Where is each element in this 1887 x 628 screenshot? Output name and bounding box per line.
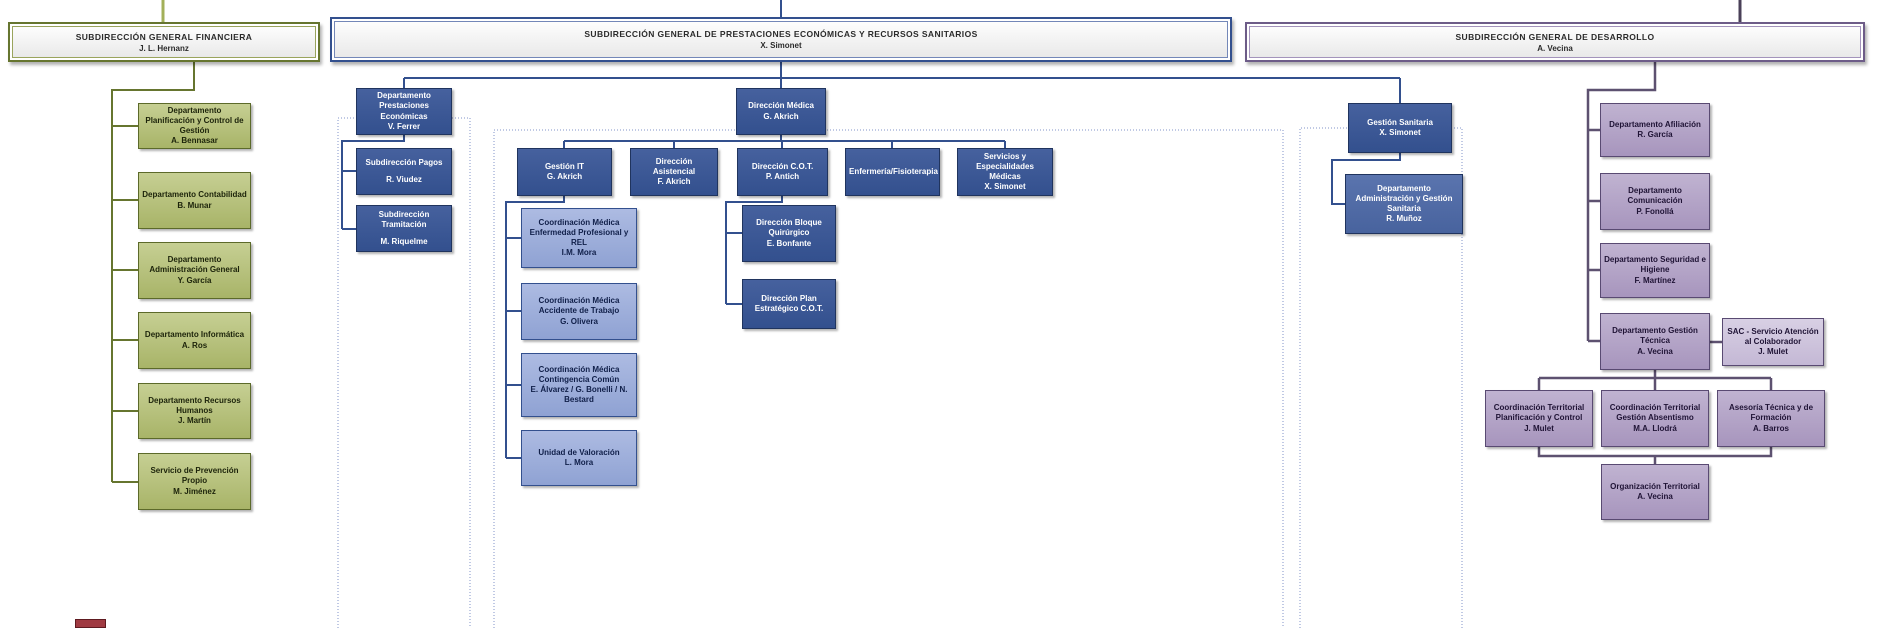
node-sac-servicio-atencion: SAC - Servicio Atención al Colaborador J…: [1722, 318, 1824, 366]
node-enfermeria-fisioterapia: Enfermería/Fisioterapia: [845, 148, 940, 196]
cutoff-red-box: [75, 619, 106, 628]
node-gestion-it: Gestión IT G. Akrich: [517, 148, 612, 196]
node-dept-administracion-general: Departamento Administración General Y. G…: [138, 242, 251, 299]
node-coordinacion-territorial-planificacion: Coordinación Territorial Planificación y…: [1485, 390, 1593, 447]
node-coordinacion-accidente-trabajo: Coordinación Médica Accidente de Trabajo…: [521, 283, 637, 340]
node-subdireccion-pagos: Subdirección Pagos R. Viudez: [356, 148, 452, 195]
node-coordinacion-contingencia-comun: Coordinación Médica Contingencia Común E…: [521, 353, 637, 417]
node-direccion-medica: Dirección Médica G. Akrich: [736, 88, 826, 135]
node-dept-afiliacion: Departamento Afiliación R. García: [1600, 103, 1710, 157]
node-direccion-cot: Dirección C.O.T. P. Antich: [737, 148, 828, 196]
node-gestion-sanitaria: Gestión Sanitaria X. Simonet: [1348, 103, 1452, 153]
node-coordinacion-enfermedad-profesional: Coordinación Médica Enfermedad Profesion…: [521, 208, 637, 268]
header-desarrollo-title: SUBDIRECCIÓN GENERAL DE DESARROLLO: [1455, 31, 1655, 42]
header-prestaciones: SUBDIRECCIÓN GENERAL DE PRESTACIONES ECO…: [330, 17, 1232, 62]
node-subdireccion-tramitacion: Subdirección Tramitación M. Riquelme: [356, 205, 452, 252]
header-financiera: SUBDIRECCIÓN GENERAL FINANCIERA J. L. He…: [8, 22, 320, 62]
node-dept-prestaciones-economicas: Departamento Prestaciones Económicas V. …: [356, 88, 452, 135]
header-prestaciones-name: X. Simonet: [760, 41, 802, 50]
node-direccion-asistencial: Dirección Asistencial F. Akrich: [630, 148, 718, 196]
node-dept-administracion-gestion-sanitaria: Departamento Administración y Gestión Sa…: [1345, 174, 1463, 234]
header-desarrollo: SUBDIRECCIÓN GENERAL DE DESARROLLO A. Ve…: [1245, 22, 1865, 62]
node-dept-gestion-tecnica: Departamento Gestión Técnica A. Vecina: [1600, 313, 1710, 370]
node-dept-recursos-humanos: Departamento Recursos Humanos J. Martín: [138, 383, 251, 439]
node-dept-comunicacion: Departamento Comunicación P. Fonollá: [1600, 173, 1710, 230]
node-asesoria-tecnica-formacion: Asesoría Técnica y de Formación A. Barro…: [1717, 390, 1825, 447]
header-desarrollo-name: A. Vecina: [1537, 43, 1573, 53]
node-direccion-plan-estrategico-cot: Dirección Plan Estratégico C.O.T.: [742, 279, 836, 329]
header-prestaciones-title: SUBDIRECCIÓN GENERAL DE PRESTACIONES ECO…: [584, 29, 978, 39]
node-servicios-especialidades-medicas: Servicios y Especialidades Médicas X. Si…: [957, 148, 1053, 196]
node-dept-planificacion-control: Departamento Planificación y Control de …: [138, 103, 251, 149]
node-unidad-valoracion: Unidad de Valoración L. Mora: [521, 430, 637, 486]
node-dept-contabilidad: Departamento Contabilidad B. Munar: [138, 172, 251, 229]
connector-financiera: [111, 0, 195, 483]
header-financiera-title: SUBDIRECCIÓN GENERAL FINANCIERA: [75, 31, 253, 42]
node-direccion-bloque-quirurgico: Dirección Bloque Quirúrgico E. Bonfante: [742, 205, 836, 262]
node-dept-informatica: Departamento Informática A. Ros: [138, 312, 251, 369]
connector-prestaciones: [341, 0, 1401, 459]
node-organizacion-territorial: Organización Territorial A. Vecina: [1601, 464, 1709, 520]
connector-desarrollo: [1537, 0, 1773, 464]
node-dept-seguridad-higiene: Departamento Seguridad e Higiene F. Mart…: [1600, 243, 1710, 298]
node-servicio-prevencion: Servicio de Prevención Propio M. Jiménez: [138, 453, 251, 510]
header-financiera-name: J. L. Hernanz: [139, 43, 189, 53]
node-coordinacion-territorial-absentismo: Coordinación Territorial Gestión Absenti…: [1601, 390, 1709, 447]
